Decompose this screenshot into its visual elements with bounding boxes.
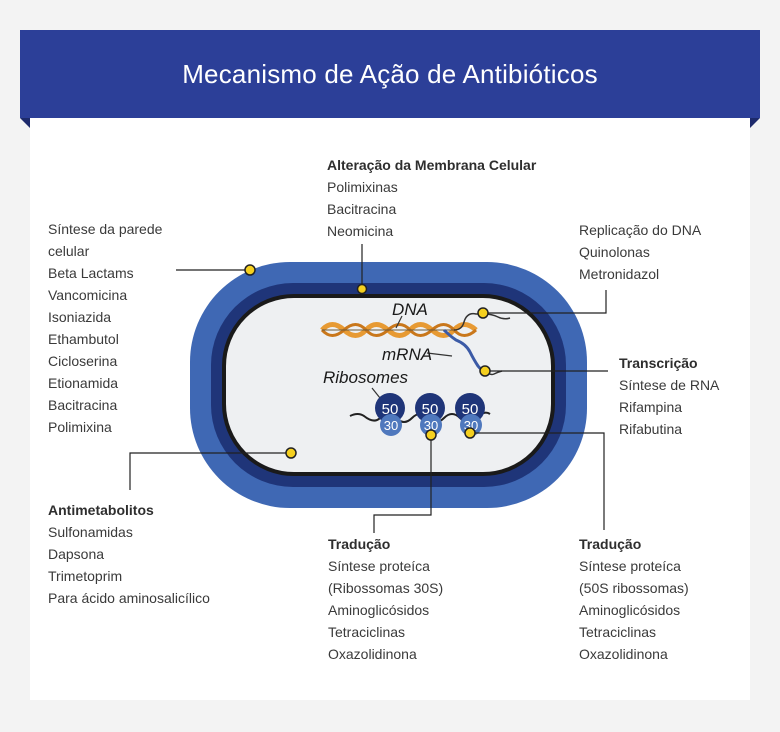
dna-label-pointer [395, 315, 403, 329]
list-item: Etionamida [48, 375, 119, 391]
marker-cell-wall [244, 264, 256, 276]
connector-antimetabolites [129, 452, 291, 490]
marker-antimetabolites [285, 447, 297, 459]
dna-label: DNA [392, 300, 428, 319]
group-cell-wall-title-1: Síntese da parede [48, 221, 163, 237]
group-transcription-title: Transcrição [619, 355, 698, 371]
group-membrane: Alteração da Membrana Celular Polimixina… [327, 154, 536, 242]
list-item: Beta Lactams [48, 265, 134, 281]
group-cell-wall-title-2: celular [48, 243, 90, 259]
list-item: Síntese proteíca [328, 558, 430, 574]
list-item: (50S ribossomas) [579, 580, 689, 596]
marker-mrna [479, 365, 491, 377]
list-item: Neomicina [327, 223, 394, 239]
connector-translation-30s [373, 435, 432, 533]
group-dna-replication-title: Replicação do DNA [579, 222, 702, 238]
marker-50s [464, 427, 476, 439]
list-item: Metronidazol [579, 266, 660, 282]
list-item: (Ribossomas 30S) [328, 580, 444, 596]
list-item: Oxazolidinona [328, 646, 417, 662]
svg-text:50: 50 [462, 401, 479, 418]
list-item: Ethambutol [48, 331, 119, 347]
group-dna-replication: Replicação do DNA Quinolonas Metronidazo… [579, 219, 701, 285]
list-item: Quinolonas [579, 244, 650, 260]
svg-text:30: 30 [384, 418, 398, 433]
list-item: Síntese proteíca [579, 558, 681, 574]
svg-text:50: 50 [422, 401, 439, 418]
banner-fold-right [750, 118, 760, 128]
group-translation-50s: Tradução Síntese proteíca (50S ribossoma… [579, 533, 689, 665]
list-item: Para ácido aminosalicílico [48, 590, 210, 606]
mrna-label: mRNA [382, 345, 432, 364]
banner-fold-left [20, 118, 30, 128]
connector-dna-replication [483, 290, 607, 314]
list-item: Tetraciclinas [328, 624, 406, 640]
ribosome-2: 50 30 [415, 393, 445, 436]
connector-translation-50s [470, 432, 605, 530]
title-banner: Mecanismo de Ação de Antibióticos [20, 30, 760, 118]
list-item: Isoniazida [48, 309, 112, 325]
group-translation-30s-title: Tradução [328, 536, 391, 552]
list-item: Sulfonamidas [48, 524, 133, 540]
list-item: Bacitracina [48, 397, 118, 413]
list-item: Rifabutina [619, 421, 683, 437]
list-item: Síntese de RNA [619, 377, 720, 393]
ribosomes-label-pointer [371, 387, 381, 399]
list-item: Aminoglicósidos [579, 602, 681, 618]
ribosomes-label: Ribosomes [323, 368, 409, 387]
group-antimetabolites: Antimetabolitos Sulfonamidas Dapsona Tri… [48, 499, 210, 609]
group-translation-50s-title: Tradução [579, 536, 642, 552]
marker-dna [477, 307, 489, 319]
mrna-strand [442, 328, 485, 372]
list-item: Polimixinas [327, 179, 398, 195]
list-item: Vancomicina [48, 287, 128, 303]
group-translation-30s: Tradução Síntese proteíca (Ribossomas 30… [328, 533, 443, 665]
group-membrane-title: Alteração da Membrana Celular [327, 157, 537, 173]
list-item: Polimixina [48, 419, 112, 435]
group-antimetabolites-title: Antimetabolitos [48, 502, 154, 518]
marker-membrane [356, 283, 368, 295]
list-item: Trimetoprim [48, 568, 123, 584]
list-item: Rifampina [619, 399, 683, 415]
group-cell-wall: Síntese da parede celular Beta Lactams V… [48, 218, 162, 438]
marker-30s [425, 429, 437, 441]
list-item: Dapsona [48, 546, 105, 562]
page-title: Mecanismo de Ação de Antibióticos [182, 58, 598, 89]
list-item: Bacitracina [327, 201, 397, 217]
list-item: Aminoglicósidos [328, 602, 430, 618]
list-item: Tetraciclinas [579, 624, 657, 640]
mrna-label-pointer [426, 352, 453, 357]
svg-text:50: 50 [382, 401, 399, 418]
list-item: Cicloserina [48, 353, 118, 369]
svg-text:30: 30 [424, 418, 438, 433]
group-transcription: Transcrição Síntese de RNA Rifampina Rif… [619, 352, 719, 440]
list-item: Oxazolidinona [579, 646, 668, 662]
ribosome-1: 50 30 [375, 393, 405, 436]
